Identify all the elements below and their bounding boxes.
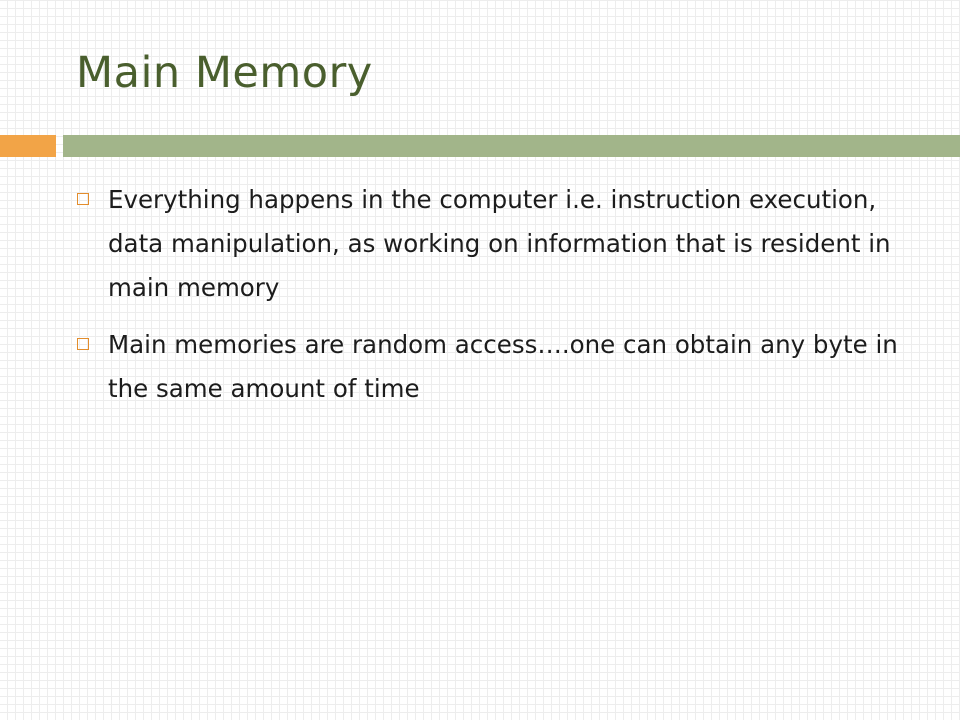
bullet-item: Everything happens in the computer i.e. … [76,178,906,310]
title-accent-bar [0,135,56,157]
title-rule-bar [63,135,960,157]
bullet-text: Everything happens in the computer i.e. … [108,185,891,302]
hollow-square-bullet-icon [77,193,89,205]
bullet-text: Main memories are random access….one can… [108,330,898,403]
slide-title: Main Memory [76,48,373,98]
hollow-square-bullet-icon [77,338,89,350]
bullet-list: Everything happens in the computer i.e. … [76,178,906,424]
bullet-item: Main memories are random access….one can… [76,323,906,411]
